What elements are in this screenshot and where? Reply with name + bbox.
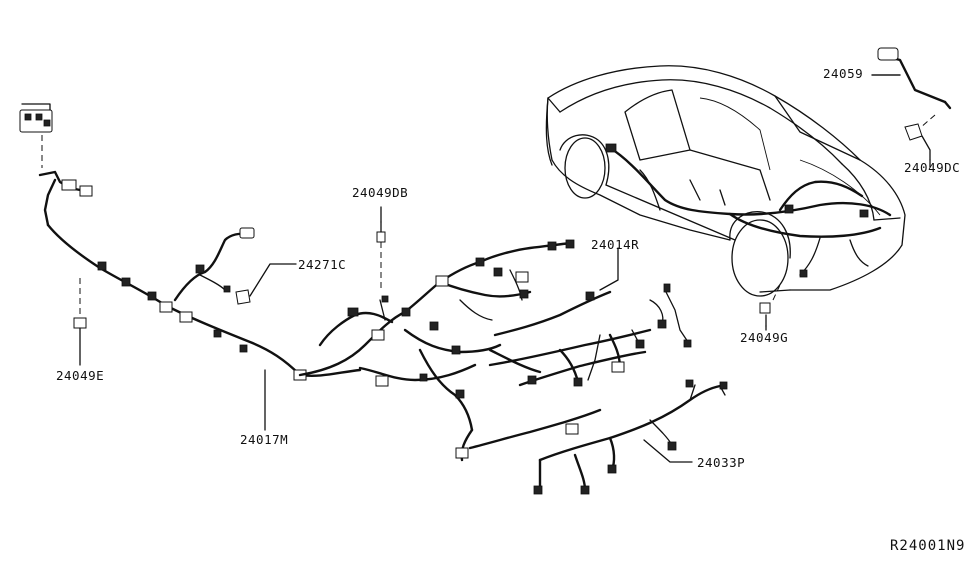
label-24049dc: 24049DC — [904, 160, 961, 175]
label-24049g: 24049G — [740, 330, 789, 345]
label-24049db: 24049DB — [352, 185, 409, 200]
part-24017m-main-harness — [19, 103, 362, 381]
label-24049e: 24049E — [56, 368, 105, 383]
part-24059-cable — [871, 47, 952, 110]
label-24017m: 24017M — [240, 432, 289, 447]
part-24014r-harness — [488, 283, 692, 387]
label-24059: 24059 — [823, 66, 864, 81]
leader-lines — [79, 74, 931, 463]
car-body-outline — [545, 65, 906, 297]
part-24049g-clip — [759, 284, 781, 327]
part-24033p-harness — [468, 379, 728, 495]
label-24271c: 24271C — [298, 257, 347, 272]
part-main-body-harness — [298, 221, 575, 462]
diagram-reference-code: R24001N9 — [890, 538, 966, 554]
car-installed-harness — [605, 143, 892, 278]
label-24014r: 24014R — [591, 237, 640, 252]
part-24049dc-clip — [904, 114, 936, 161]
label-24033p: 24033P — [697, 455, 746, 470]
